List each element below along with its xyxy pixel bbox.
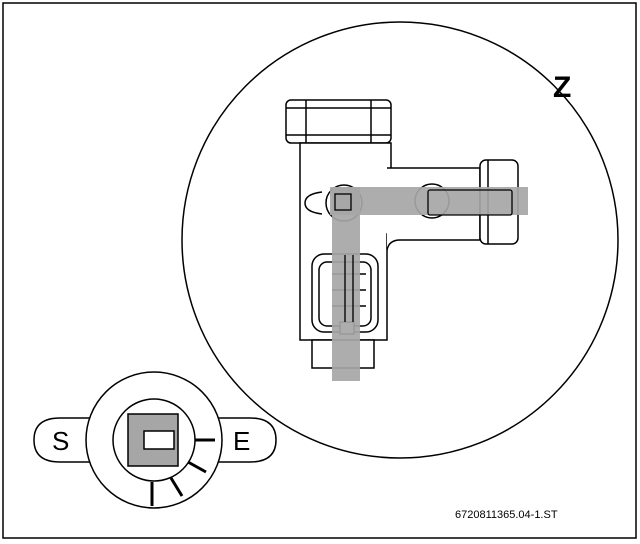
- dial-label-s: S: [52, 426, 69, 456]
- figure-frame: [2, 2, 637, 539]
- dial-e-pill: [212, 417, 277, 463]
- dial-label-e: E: [233, 426, 250, 456]
- valve-overlay-lines: [334, 189, 513, 322]
- position-dial: S E: [33, 371, 277, 509]
- dial-s-pill: [33, 417, 95, 463]
- detail-label: Z: [553, 71, 571, 104]
- valve-nut: [285, 99, 392, 144]
- flow-path-highlight: [330, 187, 528, 381]
- dial-notch: [143, 430, 175, 450]
- reference-code: 6720811365.04-1.ST: [455, 509, 558, 521]
- dial-ticks: [150, 438, 215, 506]
- detail-view: Z: [181, 21, 619, 459]
